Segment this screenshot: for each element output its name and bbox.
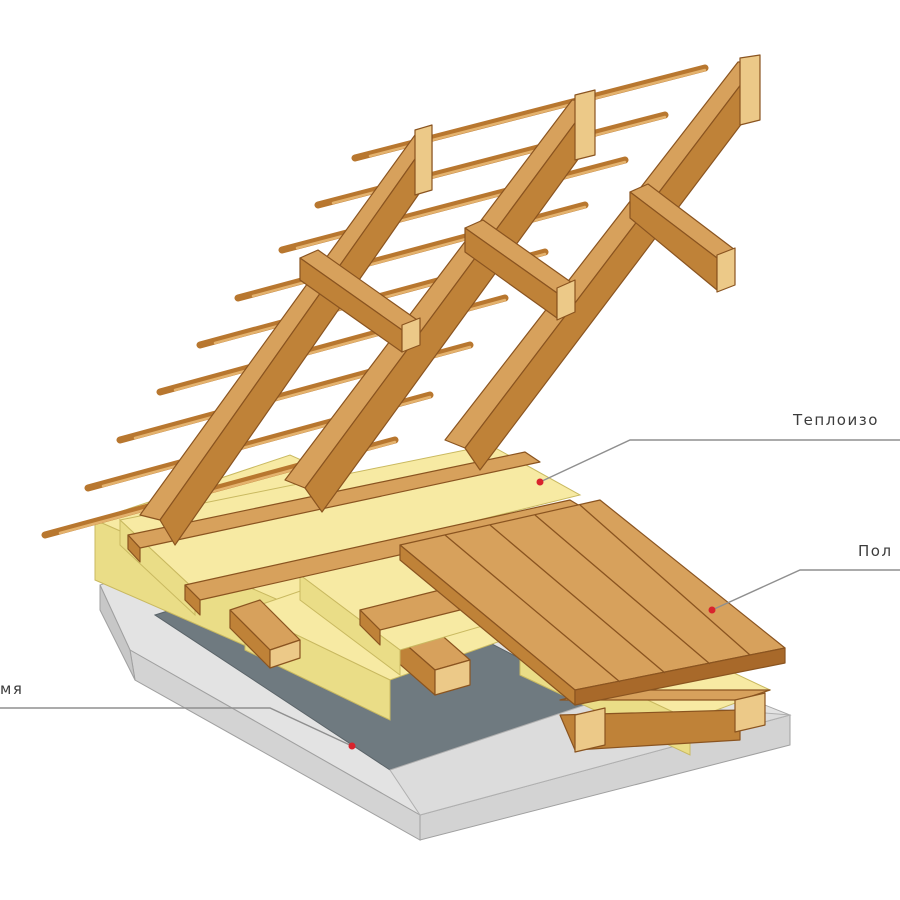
callout-membrane: мя	[0, 680, 356, 750]
floor-marker	[708, 606, 716, 614]
membrane-marker	[348, 742, 356, 750]
roof-rafters	[139, 54, 761, 546]
floor-label: Пол	[858, 542, 893, 560]
insulation-marker	[536, 478, 544, 486]
cross-braces	[299, 183, 736, 353]
insulation-label: Теплоизо	[792, 411, 879, 429]
callout-insulation: Теплоизо	[536, 411, 900, 486]
floor-planks	[399, 499, 786, 706]
callout-floor: Пол	[708, 542, 900, 614]
membrane-label: мя	[0, 680, 23, 698]
